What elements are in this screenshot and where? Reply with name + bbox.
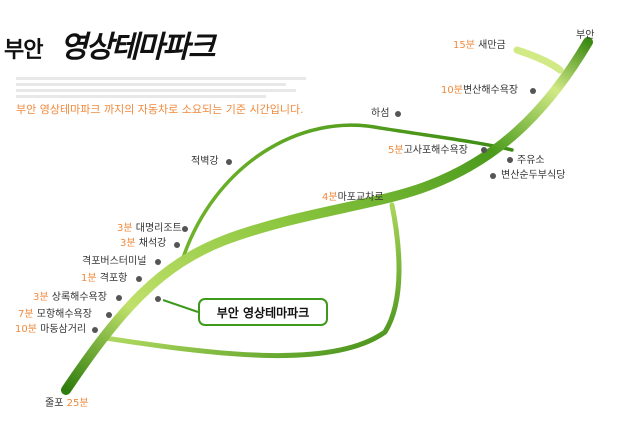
theme-park-callout: 부안 영상테마파크 bbox=[198, 298, 328, 326]
road-saemangeum bbox=[513, 46, 564, 74]
map-title: 부안 영상테마파크 bbox=[4, 14, 304, 74]
place-dot bbox=[507, 157, 513, 163]
place-dot bbox=[481, 147, 487, 153]
map-subtitle: 부안 영상테마파크 까지의 자동차로 소요되는 기준 시간입니다. bbox=[16, 103, 304, 116]
place-dot bbox=[530, 88, 536, 94]
road-main bbox=[61, 37, 593, 395]
place-dot bbox=[106, 312, 112, 318]
place-mapo-junction: 4분마포교차로 bbox=[322, 192, 384, 203]
place-dot bbox=[155, 296, 161, 302]
place-haseom: 하섬 bbox=[371, 108, 390, 119]
place-gosapo-beach: 5분고사포해수욕장 bbox=[388, 145, 468, 156]
place-madong-junction: 10분 마동삼거리 bbox=[15, 324, 87, 335]
place-dot bbox=[136, 276, 142, 282]
place-dot bbox=[395, 111, 401, 117]
place-gyeokpo-terminal: 격포버스터미널 bbox=[82, 256, 147, 267]
place-moang-beach: 7분 모항해수욕장 bbox=[18, 309, 92, 320]
place-dot bbox=[182, 226, 188, 232]
decorative-text-lines bbox=[16, 74, 316, 100]
place-sangnok-beach: 3분 상록해수욕장 bbox=[33, 292, 107, 303]
place-julpo: 줄포 25분 bbox=[45, 398, 89, 409]
place-daemyung-resort: 3분 대명리조트 bbox=[117, 223, 182, 234]
place-dot bbox=[226, 159, 232, 165]
place-dot bbox=[116, 295, 122, 301]
place-buan: 부안 bbox=[576, 30, 595, 41]
place-sundubu-restaurant: 변산순두부식당 bbox=[501, 170, 566, 181]
callout-connector bbox=[162, 299, 199, 313]
place-jeokbyeokgang: 적벽강 bbox=[191, 156, 219, 167]
place-gyeokpo-port: 1분 격포항 bbox=[81, 273, 128, 284]
title-main: 영상테마파크 bbox=[60, 30, 216, 65]
place-chaeseokgang: 3분 채석강 bbox=[120, 238, 167, 249]
place-dot bbox=[174, 242, 180, 248]
place-byeonsan-beach: 10분변산해수욕장 bbox=[441, 85, 519, 96]
road-arc-upper bbox=[181, 123, 514, 260]
place-saemangeum: 15분 새만금 bbox=[453, 40, 506, 51]
place-dot bbox=[92, 327, 98, 333]
place-gas-station: 주유소 bbox=[517, 155, 545, 166]
road-loop-lower bbox=[102, 202, 402, 359]
title-prefix: 부안 bbox=[4, 38, 43, 63]
place-dot bbox=[155, 259, 161, 265]
place-dot bbox=[490, 173, 496, 179]
